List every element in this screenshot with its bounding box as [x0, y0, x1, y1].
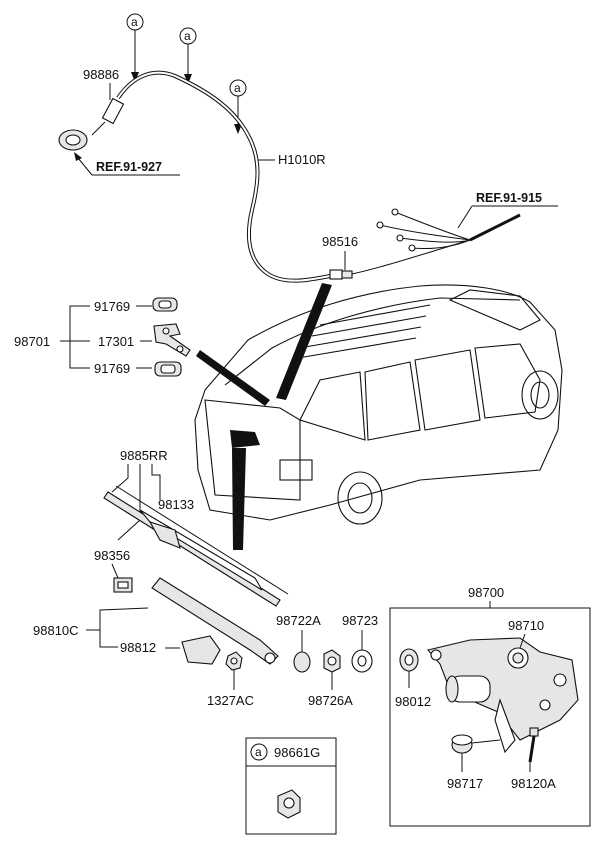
- callout-a-3-text: a: [234, 81, 241, 95]
- label-98886: 98886: [83, 67, 119, 82]
- callout-a-1: a: [126, 13, 144, 82]
- label-h1010r: H1010R: [278, 152, 326, 167]
- label-98810c: 98810C: [33, 623, 79, 638]
- label-1327ac: 1327AC: [207, 693, 254, 708]
- nozzle-98886: [58, 97, 125, 151]
- label-98812: 98812: [120, 640, 156, 655]
- label-98120a: 98120A: [511, 776, 556, 791]
- washer-98723: [351, 649, 373, 673]
- ref-91-927: REF.91-927: [96, 160, 162, 174]
- callout-a-3: a: [229, 79, 247, 134]
- grommet-91769-top: [152, 297, 178, 312]
- motor-assembly-box: [389, 607, 591, 827]
- nut-98726a: [323, 649, 341, 673]
- label-98710: 98710: [508, 618, 544, 633]
- label-98700: 98700: [468, 585, 504, 600]
- label-98723: 98723: [342, 613, 378, 628]
- label-98722a: 98722A: [276, 613, 321, 628]
- callout-a-2-text: a: [184, 29, 191, 43]
- label-98133: 98133: [158, 497, 194, 512]
- label-98701: 98701: [14, 334, 50, 349]
- grommet-91769-bottom: [154, 361, 182, 377]
- label-9885rr: 9885RR: [120, 448, 168, 463]
- clip-legend-box: [245, 737, 337, 835]
- label-17301: 17301: [98, 334, 134, 349]
- cap-98722a: [293, 651, 311, 673]
- label-98717: 98717: [447, 776, 483, 791]
- wiper-blade-98133: [103, 485, 289, 607]
- bolt-98120a: [528, 727, 539, 763]
- seal-98012: [399, 648, 419, 672]
- callout-a-2: a: [179, 27, 197, 84]
- label-98661g: 98661G: [274, 745, 320, 760]
- washer-hose: [116, 70, 331, 283]
- ref-91-915: REF.91-915: [476, 191, 542, 205]
- label-98012: 98012: [395, 694, 431, 709]
- label-98516: 98516: [322, 234, 358, 249]
- vehicle-illustration: [194, 284, 563, 525]
- legend-callout-a: a: [255, 745, 262, 759]
- label-91769-top: 91769: [94, 299, 130, 314]
- nut-1327ac: [225, 651, 243, 671]
- label-91769-bottom: 91769: [94, 361, 130, 376]
- wiper-arm-98810c: [151, 577, 279, 665]
- cap-98812: [181, 635, 221, 665]
- wiper-motor-98710: [426, 637, 579, 754]
- adapter-98356: [113, 577, 133, 593]
- grommet-98717: [451, 734, 473, 754]
- connector-98516: [329, 269, 353, 280]
- gasket-17301: [153, 323, 191, 357]
- clip-98661g: [277, 789, 301, 819]
- callout-a-1-text: a: [131, 15, 138, 29]
- label-98726a: 98726A: [308, 693, 353, 708]
- wire-harness: [351, 208, 521, 275]
- label-98356: 98356: [94, 548, 130, 563]
